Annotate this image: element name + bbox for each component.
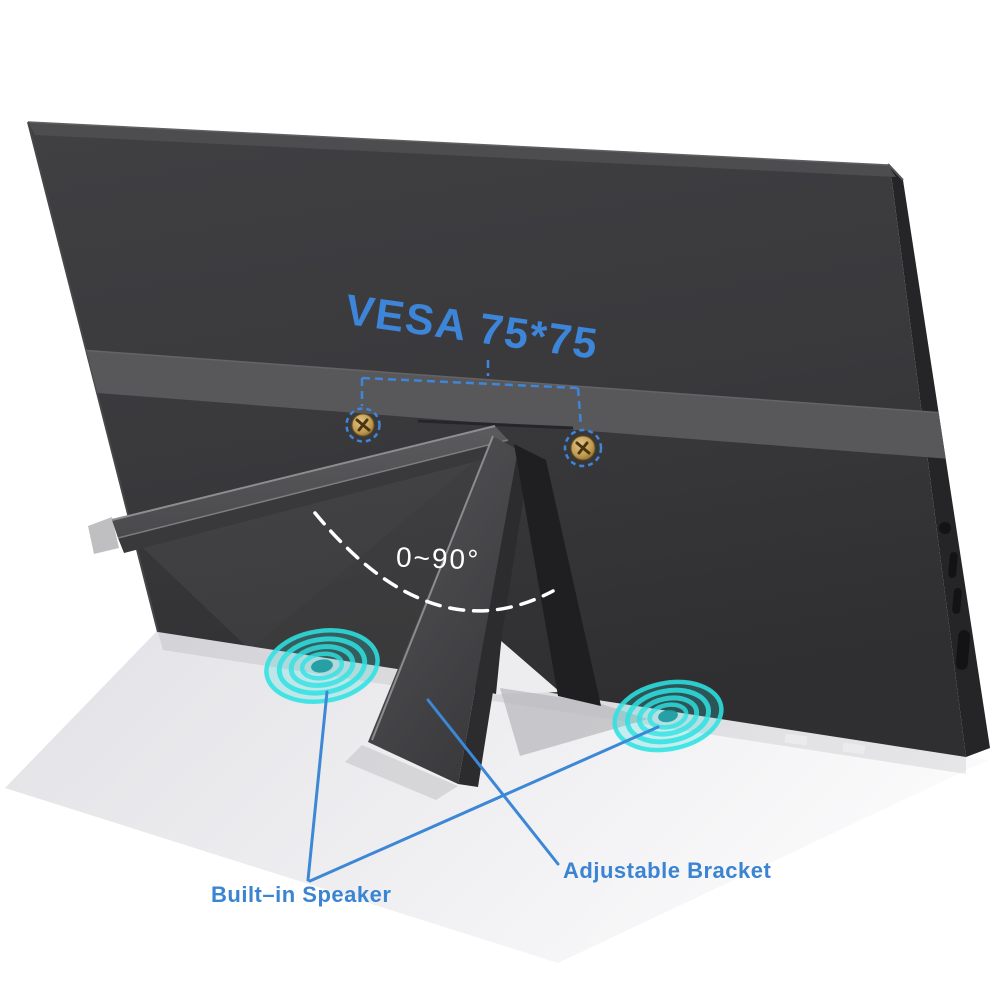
monitor-top-edge xyxy=(28,122,896,177)
bottom-notch xyxy=(842,742,866,755)
adjustable-bracket-label: Adjustable Bracket xyxy=(563,858,772,883)
callout-line-bracket xyxy=(426,698,560,866)
kickstand-leg-right xyxy=(514,444,601,706)
speaker-waves-left-icon xyxy=(264,628,380,704)
side-ports xyxy=(939,522,971,670)
vesa-screw-left-icon xyxy=(351,413,375,437)
kickstand-leg-left xyxy=(368,435,530,787)
tilt-range-label: 0~90° xyxy=(395,541,481,576)
bracket-recess-slot xyxy=(417,419,574,430)
callout-line-left-speaker xyxy=(306,690,329,882)
built-in-speaker-label: Built–in Speaker xyxy=(211,882,392,907)
vesa-dashed-circle-left xyxy=(345,407,381,443)
vesa-mounting-guides xyxy=(345,360,603,468)
vesa-dashed-connector xyxy=(360,360,583,428)
mini-hdmi-port-icon xyxy=(955,630,971,670)
callout-lines xyxy=(306,690,660,883)
adjustable-bracket-kickstand xyxy=(88,425,648,800)
bottom-notch xyxy=(784,733,808,746)
monitor-side-edge xyxy=(890,166,990,757)
back-panel-trim-band xyxy=(80,350,963,460)
headphone-jack-port-icon xyxy=(939,522,951,534)
vesa-screw-right-icon xyxy=(570,435,596,461)
callout-line-right-speaker xyxy=(308,725,660,883)
tilt-range-arc xyxy=(313,511,555,613)
kickstand-arm xyxy=(111,425,512,553)
monitor-back-panel xyxy=(27,121,990,757)
kickstand-shadow xyxy=(345,745,458,800)
usb-c-port-icon xyxy=(952,588,962,614)
vesa-dashed-circle-right xyxy=(563,428,603,468)
usb-c-port-icon xyxy=(948,552,958,578)
kickstand-shadow xyxy=(500,688,648,756)
